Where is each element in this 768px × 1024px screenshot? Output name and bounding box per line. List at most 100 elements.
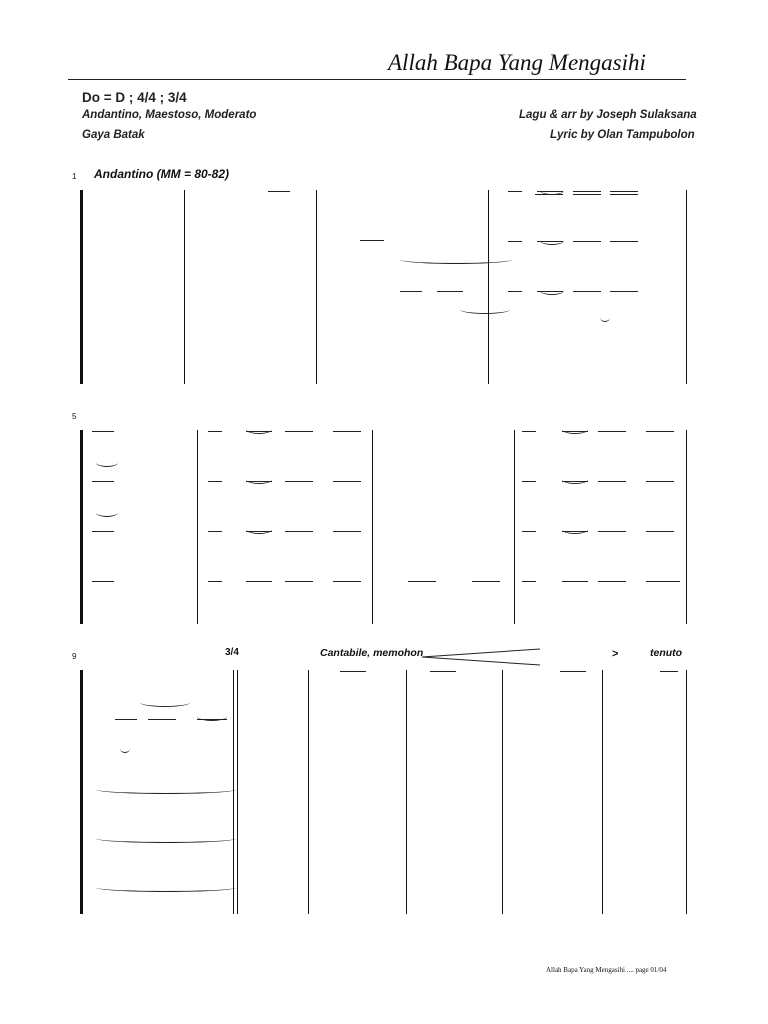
beam-line bbox=[646, 481, 674, 482]
barline bbox=[502, 670, 503, 914]
beam-line bbox=[646, 531, 674, 532]
beam-line bbox=[522, 481, 536, 482]
slur bbox=[562, 525, 588, 534]
beam-line bbox=[285, 431, 313, 432]
system-number: 1 bbox=[72, 172, 77, 181]
beam-line bbox=[208, 581, 222, 582]
barline bbox=[406, 670, 407, 914]
beam-line bbox=[208, 481, 222, 482]
beam-line bbox=[333, 481, 361, 482]
beam-line bbox=[437, 291, 463, 292]
barline bbox=[197, 430, 198, 624]
page-footer: Allah Bapa Yang Mengasihi .... page 01/0… bbox=[546, 966, 667, 974]
beam-line bbox=[573, 191, 601, 192]
song-title: Allah Bapa Yang Mengasihi bbox=[388, 50, 646, 75]
barline bbox=[372, 430, 373, 624]
barline bbox=[308, 670, 309, 914]
lyricist-credit: Lyric by Olan Tampubolon bbox=[550, 129, 695, 141]
beam-line bbox=[646, 431, 674, 432]
barline bbox=[514, 430, 515, 624]
beam-line bbox=[268, 191, 290, 192]
beam-line bbox=[360, 240, 384, 241]
beam-line bbox=[246, 581, 272, 582]
beam-line bbox=[598, 581, 626, 582]
beam-line bbox=[610, 194, 638, 195]
beam-line bbox=[333, 431, 361, 432]
beam-line bbox=[610, 191, 638, 192]
beam-line bbox=[208, 431, 222, 432]
tie bbox=[96, 785, 236, 794]
beam-line bbox=[285, 531, 313, 532]
beam-line bbox=[598, 531, 626, 532]
crescendo-hairpin bbox=[421, 648, 541, 666]
beam-line bbox=[400, 291, 422, 292]
beam-line bbox=[285, 581, 313, 582]
beam-line bbox=[92, 431, 114, 432]
barline bbox=[80, 430, 83, 624]
beam-line bbox=[652, 581, 680, 582]
beam-line bbox=[408, 581, 436, 582]
beam-line bbox=[573, 241, 601, 242]
beam-line bbox=[115, 719, 137, 720]
slur bbox=[246, 475, 272, 484]
beam-line bbox=[522, 431, 536, 432]
barline bbox=[184, 190, 185, 384]
tempo-words: Andantino, Maestoso, Moderato bbox=[82, 109, 257, 121]
barline bbox=[602, 670, 603, 914]
slur bbox=[96, 508, 118, 517]
slur bbox=[246, 425, 272, 434]
expression-marking: Cantabile, memohon bbox=[320, 647, 424, 659]
slur bbox=[600, 313, 610, 322]
tie bbox=[400, 255, 512, 264]
beam-line bbox=[92, 581, 114, 582]
slur bbox=[540, 286, 564, 295]
slur bbox=[96, 458, 118, 467]
slur bbox=[540, 236, 564, 245]
beam-line bbox=[340, 671, 366, 672]
barline bbox=[488, 190, 489, 384]
beam-line bbox=[660, 671, 678, 672]
beam-line bbox=[610, 241, 638, 242]
slur bbox=[562, 475, 588, 484]
key-signature: Do = D ; 4/4 ; 3/4 bbox=[82, 90, 187, 105]
beam-line bbox=[610, 291, 638, 292]
barline bbox=[316, 190, 317, 384]
beam-line bbox=[598, 481, 626, 482]
slur bbox=[246, 525, 272, 534]
beam-line bbox=[560, 671, 586, 672]
slur bbox=[120, 744, 130, 753]
beam-line bbox=[208, 531, 222, 532]
slur bbox=[562, 425, 588, 434]
beam-line bbox=[92, 531, 114, 532]
beam-line bbox=[508, 191, 522, 192]
beam-line bbox=[562, 581, 588, 582]
beam-line bbox=[430, 671, 456, 672]
beam-line bbox=[508, 291, 522, 292]
composer-credit: Lagu & arr by Joseph Sulaksana bbox=[519, 109, 697, 121]
beam-line bbox=[285, 481, 313, 482]
tempo-marking: Andantino (MM = 80-82) bbox=[94, 167, 230, 181]
tie bbox=[96, 834, 236, 843]
beam-line bbox=[148, 719, 176, 720]
system-number: 9 bbox=[72, 652, 77, 661]
beam-line bbox=[573, 291, 601, 292]
tie bbox=[96, 883, 236, 892]
time-change: 3/4 bbox=[225, 647, 239, 658]
tenuto-marking: tenuto bbox=[650, 647, 683, 659]
beam-line bbox=[333, 531, 361, 532]
beam-line bbox=[522, 581, 536, 582]
accent-mark: > bbox=[612, 648, 619, 660]
tie bbox=[460, 305, 510, 314]
slur bbox=[197, 712, 227, 721]
barline bbox=[80, 670, 83, 914]
beam-line bbox=[598, 431, 626, 432]
beam-line bbox=[472, 581, 500, 582]
system-number: 5 bbox=[72, 412, 77, 421]
barline bbox=[686, 190, 687, 384]
beam-line bbox=[333, 581, 361, 582]
barline bbox=[80, 190, 83, 384]
slur bbox=[540, 186, 564, 195]
beam-line bbox=[522, 531, 536, 532]
style-label: Gaya Batak bbox=[82, 129, 145, 141]
title-rule bbox=[68, 79, 686, 80]
